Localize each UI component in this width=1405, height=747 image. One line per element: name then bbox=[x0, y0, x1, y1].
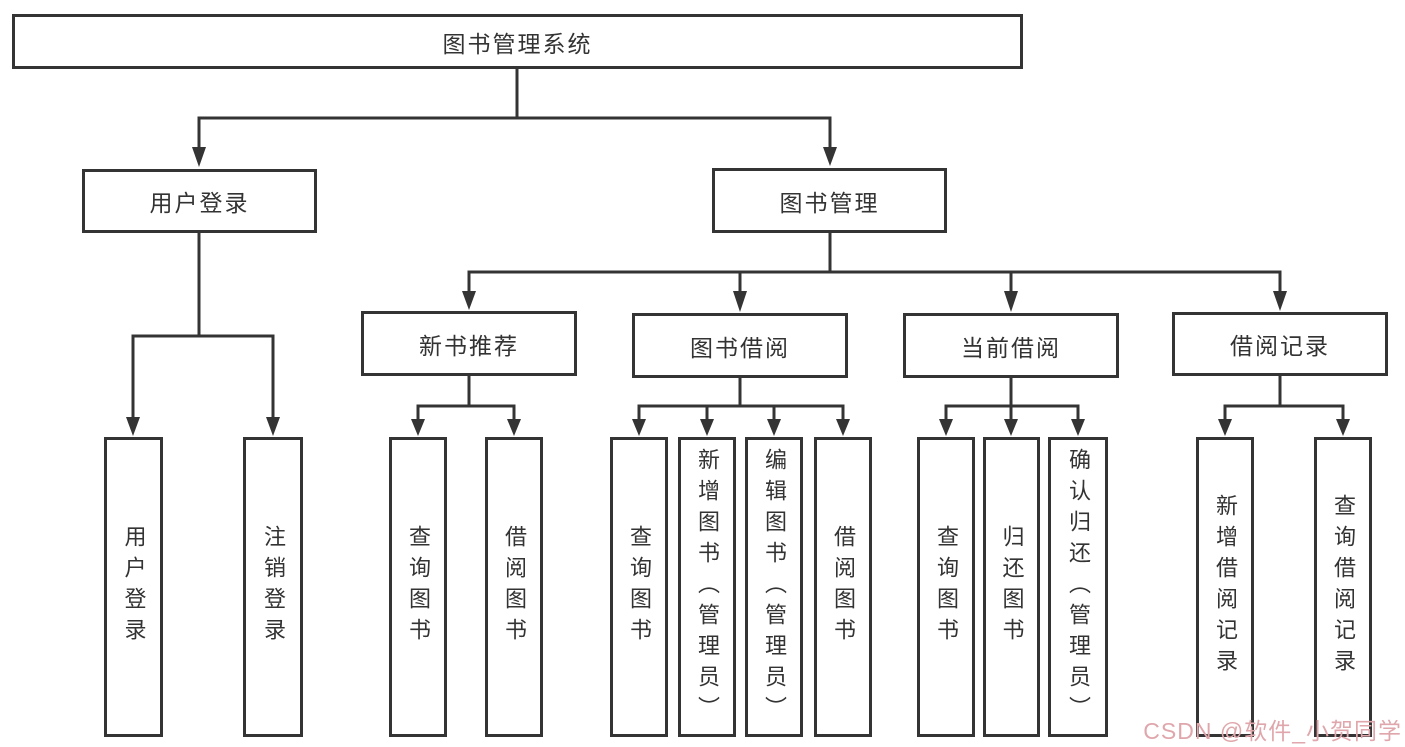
leaf-logout-login-label: 注销登录 bbox=[261, 525, 286, 649]
node-root-label: 图书管理系统 bbox=[442, 30, 593, 57]
node-borrowing-records: 借阅记录 bbox=[1172, 312, 1388, 376]
leaf-cb-confirm-return-admin: 确认归还（管理员） bbox=[1048, 437, 1108, 737]
node-book-management: 图书管理 bbox=[712, 168, 947, 233]
leaf-bb-borrow-books-label: 借阅图书 bbox=[831, 525, 856, 649]
leaf-nb-borrow-books-label: 借阅图书 bbox=[502, 525, 527, 649]
leaf-bb-add-books-admin: 新增图书（管理员） bbox=[678, 437, 736, 737]
node-root: 图书管理系统 bbox=[12, 14, 1023, 69]
arrowheads bbox=[126, 147, 1350, 436]
leaf-nb-borrow-books: 借阅图书 bbox=[485, 437, 543, 737]
leaf-br-query-borrow-record: 查询借阅记录 bbox=[1314, 437, 1372, 737]
leaf-logout-login: 注销登录 bbox=[243, 437, 303, 737]
node-book-management-label: 图书管理 bbox=[779, 189, 880, 216]
node-current-borrowing: 当前借阅 bbox=[903, 313, 1119, 378]
leaf-cb-confirm-return-admin-label: 确认归还（管理员） bbox=[1066, 447, 1091, 727]
leaf-br-add-borrow-record-label: 新增借阅记录 bbox=[1213, 494, 1238, 680]
node-current-borrowing-label: 当前借阅 bbox=[961, 334, 1061, 361]
leaf-br-add-borrow-record: 新增借阅记录 bbox=[1196, 437, 1254, 737]
node-borrowing-records-label: 借阅记录 bbox=[1230, 333, 1330, 359]
node-user-login: 用户登录 bbox=[82, 169, 317, 233]
leaf-user-login-label: 用户登录 bbox=[121, 525, 147, 649]
csdn-watermark: CSDN @软件_小贺同学 bbox=[1143, 718, 1402, 744]
leaf-cb-query-books: 查询图书 bbox=[917, 437, 975, 737]
node-book-borrowing-label: 图书借阅 bbox=[690, 334, 790, 361]
leaf-bb-query-books: 查询图书 bbox=[610, 437, 668, 737]
leaf-bb-edit-books-admin-label: 编辑图书（管理员） bbox=[762, 447, 787, 727]
node-user-login-label: 用户登录 bbox=[149, 190, 250, 216]
leaf-nb-query-books-label: 查询图书 bbox=[406, 525, 431, 649]
node-new-book-recommend: 新书推荐 bbox=[361, 311, 577, 376]
leaf-cb-return-books-label: 归还图书 bbox=[999, 525, 1025, 649]
leaf-cb-return-books: 归还图书 bbox=[983, 437, 1040, 737]
leaf-bb-edit-books-admin: 编辑图书（管理员） bbox=[745, 437, 803, 737]
node-new-book-recommend-label: 新书推荐 bbox=[419, 332, 519, 359]
node-book-borrowing: 图书借阅 bbox=[632, 313, 848, 378]
leaf-cb-query-books-label: 查询图书 bbox=[934, 525, 959, 649]
leaf-bb-query-books-label: 查询图书 bbox=[627, 525, 652, 649]
leaf-nb-query-books: 查询图书 bbox=[389, 437, 447, 737]
leaf-bb-add-books-admin-label: 新增图书（管理员） bbox=[695, 447, 720, 727]
leaf-user-login: 用户登录 bbox=[104, 437, 163, 737]
leaf-bb-borrow-books: 借阅图书 bbox=[814, 437, 872, 737]
leaf-br-query-borrow-record-label: 查询借阅记录 bbox=[1331, 494, 1356, 680]
